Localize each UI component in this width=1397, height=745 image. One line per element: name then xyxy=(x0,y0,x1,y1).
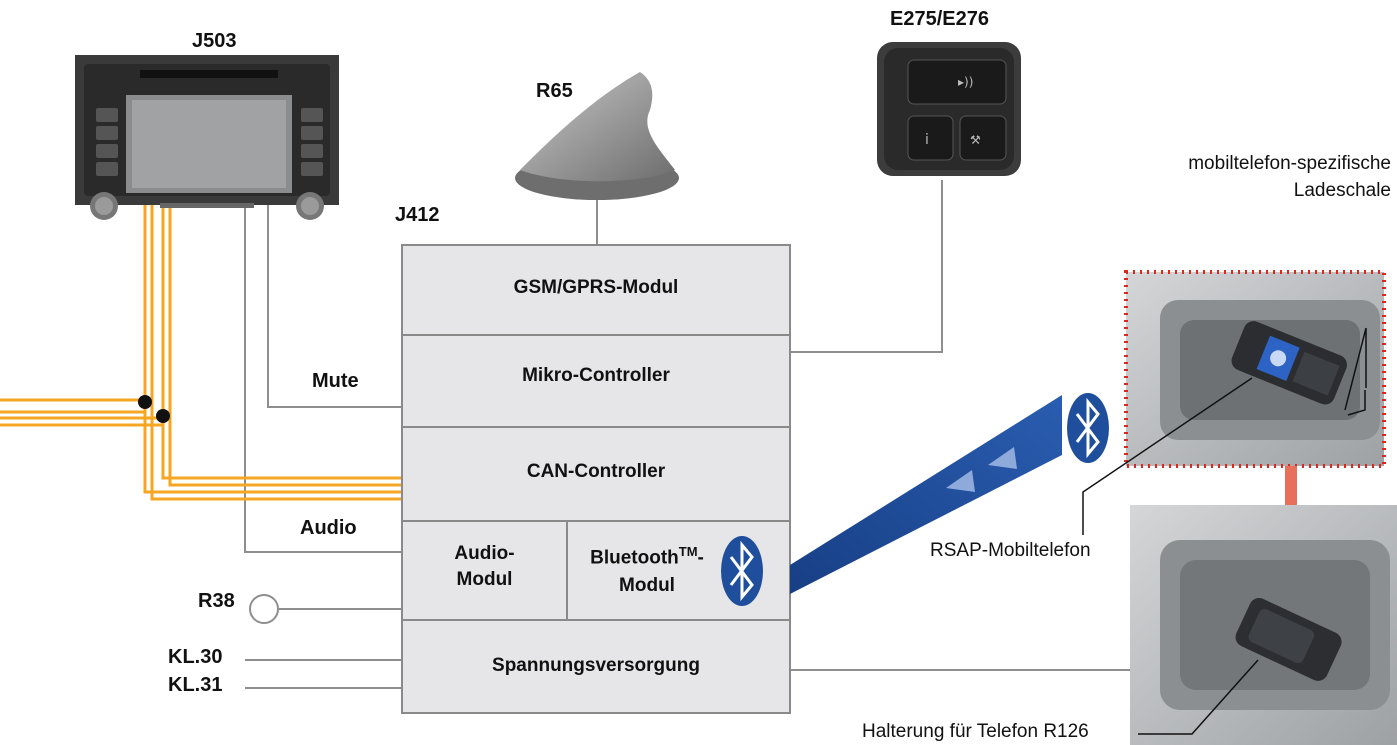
gsm-module-label: GSM/GPRS-Modul xyxy=(513,277,679,298)
can-wires xyxy=(0,200,402,501)
bluetooth-module-label: BluetoothTM- Modul xyxy=(590,544,704,597)
rsap-callout: RSAP-Mobiltelefon xyxy=(930,540,1091,561)
can-controller-label: CAN-Controller xyxy=(526,461,666,482)
halterung-callout: Halterung für Telefon R126 xyxy=(862,721,1089,742)
bluetooth-icon xyxy=(1067,393,1109,463)
callout-lines xyxy=(1082,327,1367,735)
j412-block xyxy=(401,244,791,714)
grey-wires xyxy=(244,180,1160,689)
e275-label: E275/E276 xyxy=(890,8,989,30)
bluetooth-icon xyxy=(721,536,763,606)
svg-text:▸)): ▸)) xyxy=(958,75,973,89)
ladeschale-callout: mobiltelefon-spezifische Ladeschale xyxy=(1188,153,1391,201)
kl31-label: KL.31 xyxy=(168,674,223,696)
r126-holder-photo xyxy=(1130,505,1397,745)
j503-radio-image xyxy=(75,55,339,220)
bluetooth-band xyxy=(790,395,1062,594)
j503-label: J503 xyxy=(192,30,237,52)
audio-module-label: Audio- Modul xyxy=(454,543,515,590)
junction-dot xyxy=(156,409,170,423)
power-supply-label: Spannungsversorgung xyxy=(492,655,700,676)
micro-controller-label: Mikro-Controller xyxy=(522,365,670,386)
svg-text:i: i xyxy=(925,132,929,148)
e275-switch-image: ▸)) i ⚒ xyxy=(877,42,1021,176)
r38-symbol xyxy=(249,594,279,624)
j412-label: J412 xyxy=(395,204,440,226)
junction-dot xyxy=(138,395,152,409)
mute-label: Mute xyxy=(312,370,359,392)
r65-label: R65 xyxy=(536,80,573,102)
r65-antenna-image xyxy=(515,72,679,200)
audio-label: Audio xyxy=(300,517,357,539)
bluetooth-triangle xyxy=(946,470,975,492)
bluetooth-triangle xyxy=(988,447,1017,469)
r38-label: R38 xyxy=(198,590,235,612)
dotted-highlight xyxy=(1124,270,1386,468)
kl30-label: KL.30 xyxy=(168,646,223,668)
svg-text:⚒: ⚒ xyxy=(970,133,981,147)
